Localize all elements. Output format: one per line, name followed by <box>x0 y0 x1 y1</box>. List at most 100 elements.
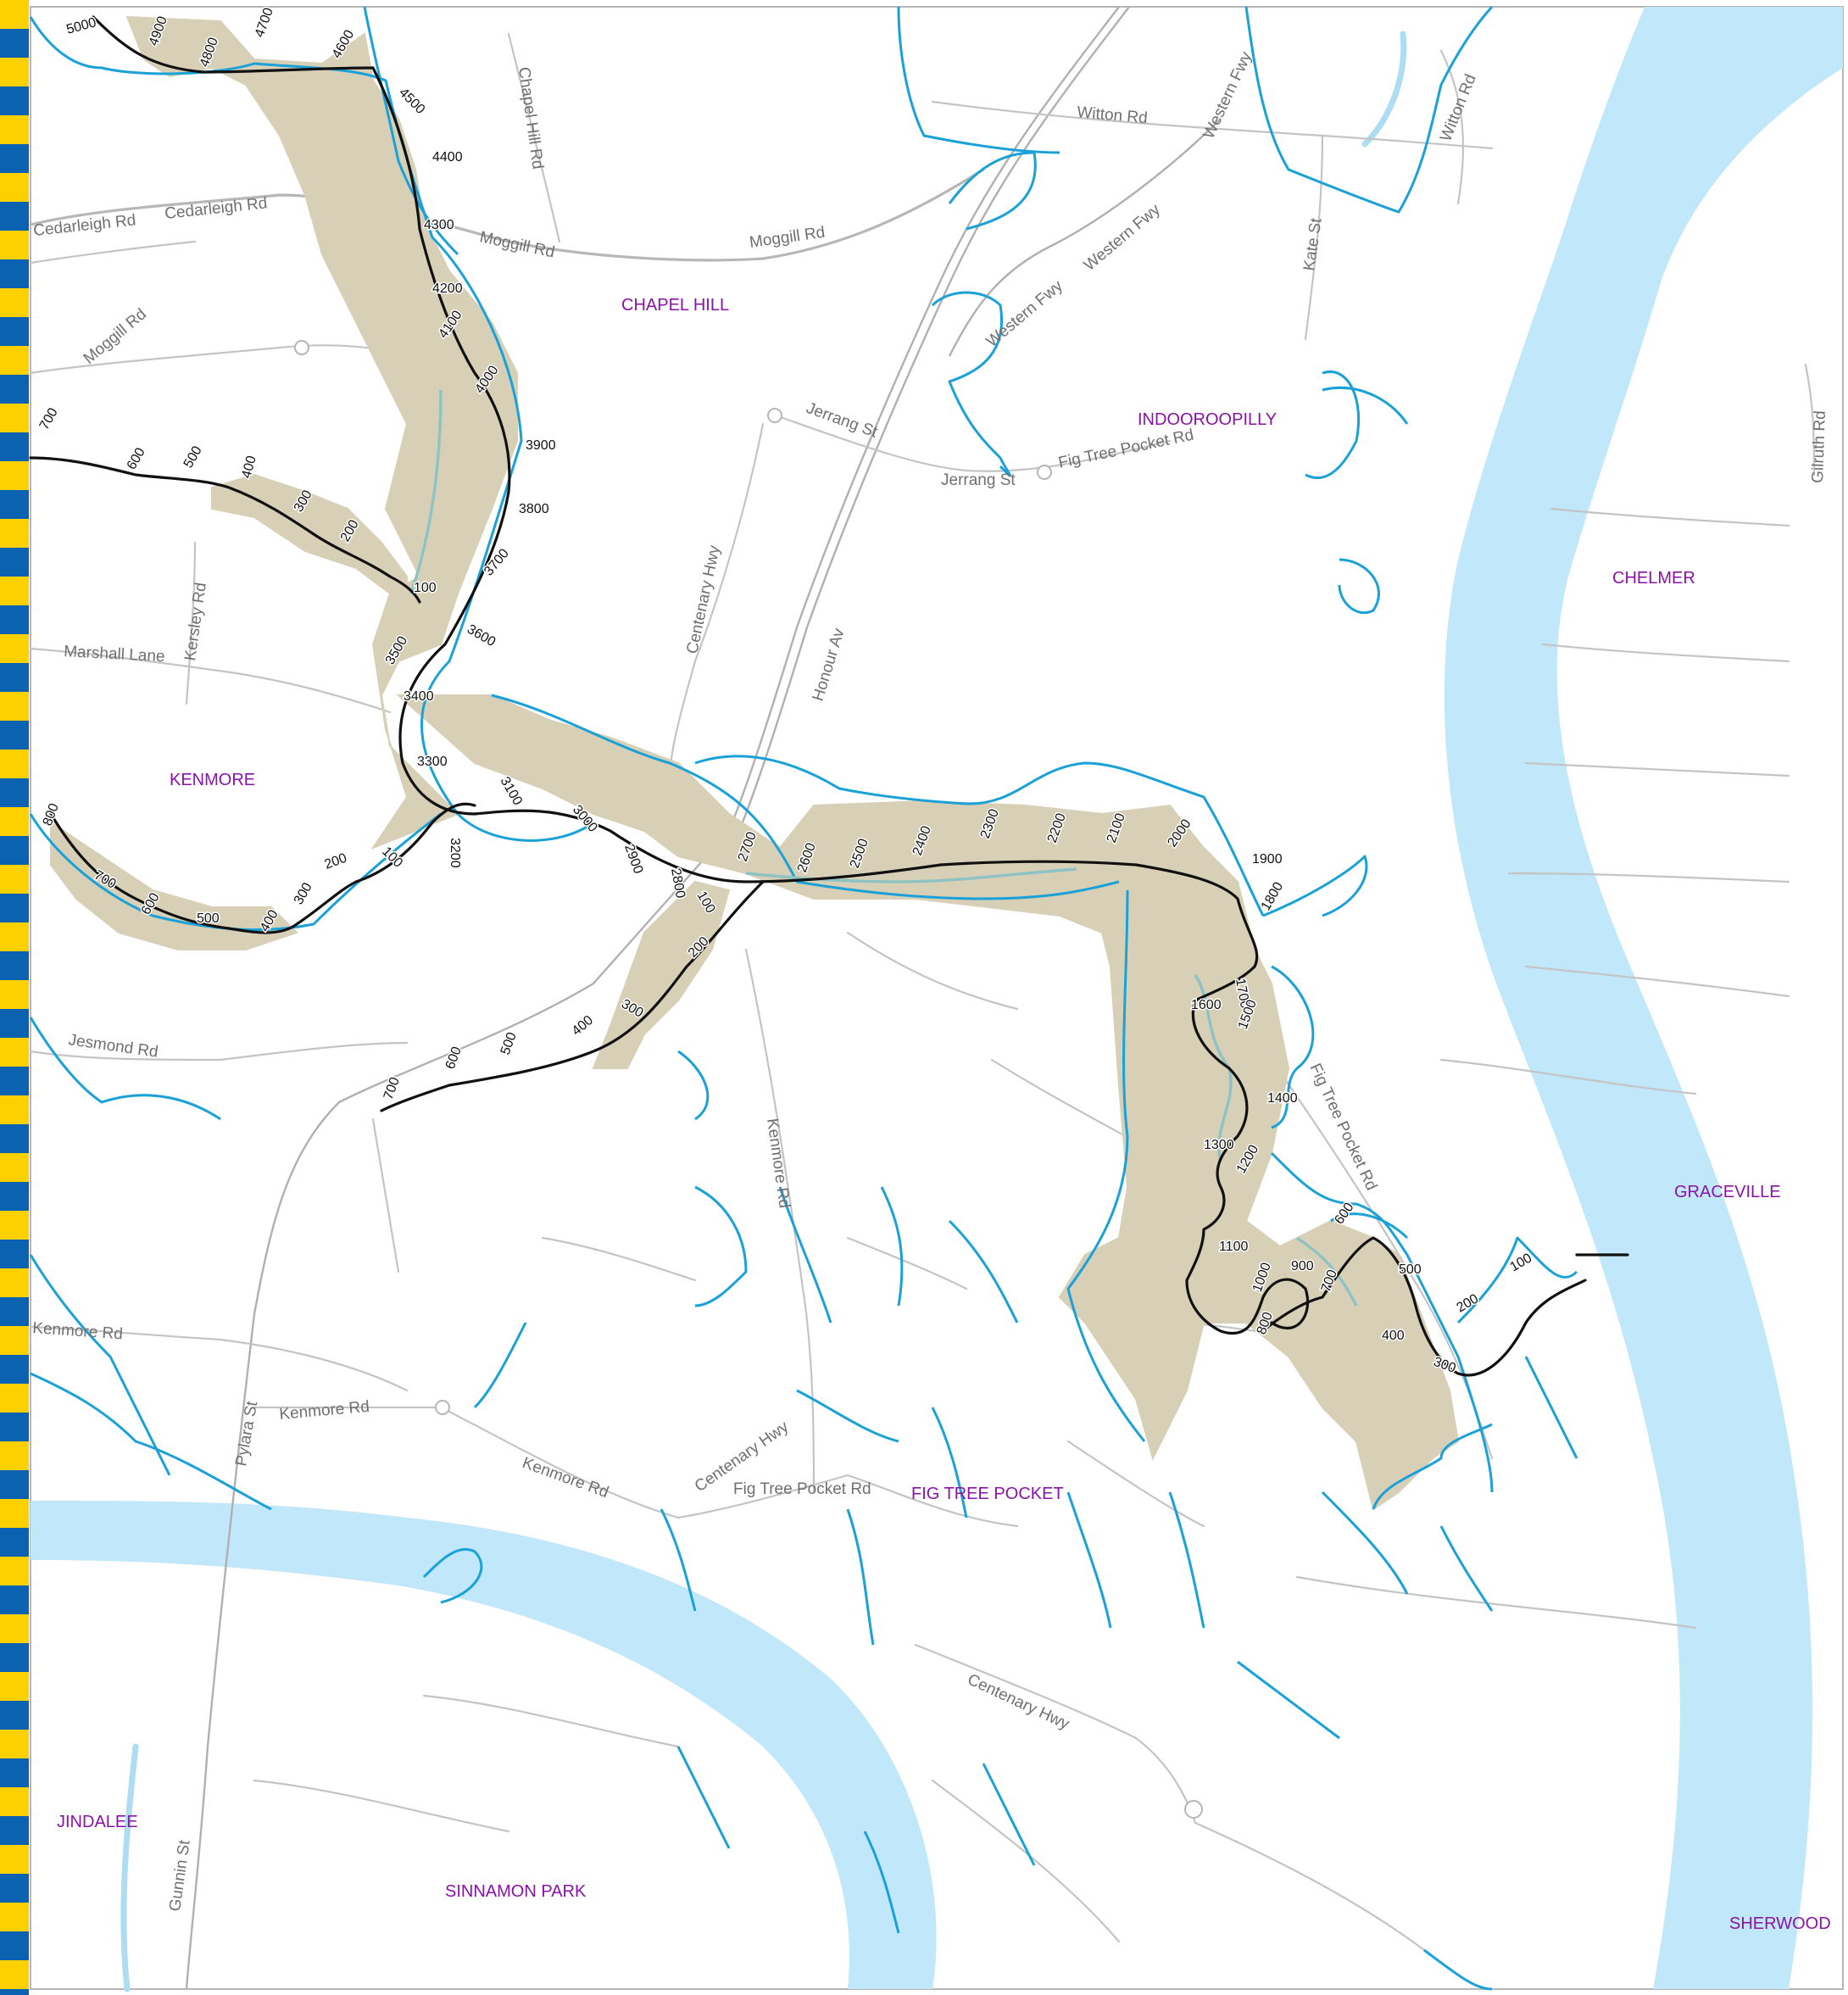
frame-stripe-segment <box>0 807 29 836</box>
frame-stripe-segment <box>0 86 29 115</box>
frame-stripe-segment <box>0 1182 29 1211</box>
road-label: Jerrang St <box>941 471 1016 489</box>
frame-stripe-segment <box>0 548 29 577</box>
brisbane-river-east <box>1444 7 1843 1989</box>
road-label: Fig Tree Pocket Rd <box>733 1480 871 1498</box>
chainage-label-main: 900 <box>1291 1259 1314 1273</box>
frame-stripe-segment <box>0 29 29 58</box>
frame-stripe-segment <box>0 750 29 778</box>
suburb-labels: CHAPEL HILL INDOOROOPILLY CHELMER KENMOR… <box>57 296 1831 1933</box>
chainage-label-main: 4400 <box>432 150 463 164</box>
frame-stripe-segment <box>0 404 29 432</box>
frame-stripe-segment <box>0 519 29 548</box>
frame-stripe-segment <box>0 288 29 317</box>
frame-stripe-segment <box>0 58 29 86</box>
frame-stripe-segment <box>0 1557 29 1585</box>
frame-stripe-segment <box>0 1413 29 1441</box>
chainage-hwy-trib-line <box>380 880 765 1112</box>
road-label: Gilruth Rd <box>1809 410 1829 483</box>
suburb-label-sherwood: SHERWOOD <box>1729 1914 1831 1933</box>
frame-stripe-segment <box>0 144 29 173</box>
frame-stripe-segment <box>0 980 29 1009</box>
chainage-label-main: 1900 <box>1252 852 1283 867</box>
frame-stripe-segment <box>0 1816 29 1845</box>
creek-west <box>120 1743 139 1992</box>
frame-stripe-segment <box>0 721 29 750</box>
frame-stripe-segment <box>0 259 29 288</box>
frame-stripe-segment <box>0 663 29 692</box>
flood-overlay-west-trib <box>211 473 408 613</box>
frame-stripe-segment <box>0 1240 29 1268</box>
frame-stripe-segment <box>0 1211 29 1240</box>
chainage-label-north-trib: 100 <box>414 581 437 595</box>
brisbane-river <box>31 7 1843 1992</box>
frame-stripe-segment <box>0 1009 29 1038</box>
frame-stripe-segment <box>0 490 29 519</box>
frame-stripe-segment <box>0 692 29 721</box>
chainage-label-main: 3900 <box>526 438 556 453</box>
chainage-label-west-trib: 500 <box>197 911 220 926</box>
frame-stripe-segment <box>0 922 29 951</box>
flood-overlay-lower-west <box>50 821 298 950</box>
frame-stripe-segment <box>0 1095 29 1124</box>
chainage-north-trib-line <box>29 456 421 604</box>
frame-stripe-segment <box>0 1124 29 1153</box>
suburb-label-graceville: GRACEVILLE <box>1674 1183 1781 1201</box>
frame-stripe-segment <box>0 951 29 980</box>
frame-stripe-segment <box>0 1989 29 1995</box>
chainage-label-main: 1300 <box>1204 1138 1234 1152</box>
frame-stripe-segment <box>0 231 29 259</box>
chainage-label-main: 500 <box>1399 1262 1422 1277</box>
chainage-label-main: 400 <box>1382 1329 1405 1343</box>
suburb-label-indooroopilly: INDOOROOPILLY <box>1138 410 1277 429</box>
frame-stripe-segment <box>0 577 29 605</box>
flood-boundaries <box>29 5 1578 1991</box>
frame-stripe-segment <box>0 0 29 29</box>
frame-stripe-segment <box>0 1643 29 1672</box>
frame-stripe-segment <box>0 1758 29 1787</box>
chainage-label-main: 4300 <box>424 218 454 232</box>
suburb-label-chelmer: CHELMER <box>1612 569 1695 588</box>
frame-stripe-segment <box>0 1730 29 1758</box>
frame-stripe-segment <box>0 173 29 202</box>
map-edge-stripe <box>0 0 29 1995</box>
frame-stripe-segment <box>0 461 29 490</box>
frame-stripe-segment <box>0 1153 29 1182</box>
chainage-label-main: 3200 <box>448 838 462 868</box>
suburb-label-kenmore: KENMORE <box>170 771 255 789</box>
suburb-label-fig-tree-pocket: FIG TREE POCKET <box>911 1485 1064 1503</box>
chainage-label-main: 3400 <box>404 689 434 704</box>
frame-stripe-segment <box>0 317 29 346</box>
frame-stripe-segment <box>0 1384 29 1413</box>
frame-stripe-segment <box>0 202 29 231</box>
chainage-main-line <box>92 15 1587 1377</box>
suburb-label-chapel-hill: CHAPEL HILL <box>621 296 729 315</box>
frame-stripe-segment <box>0 894 29 922</box>
frame-stripe-segment <box>0 375 29 404</box>
chainage-label-main: 1600 <box>1191 998 1222 1012</box>
chainage-label-main: 1400 <box>1267 1091 1298 1106</box>
frame-stripe-segment <box>0 1038 29 1067</box>
frame-stripe-segment <box>0 1268 29 1297</box>
frame-stripe-segment <box>0 1297 29 1326</box>
chainage-west-trib-line <box>49 802 476 934</box>
frame-stripe-segment <box>0 1499 29 1528</box>
chainage-label-main: 3300 <box>417 755 448 769</box>
frame-stripe-segment <box>0 346 29 375</box>
frame-stripe-segment <box>0 1470 29 1499</box>
frame-stripe-segment <box>0 1614 29 1643</box>
chainage-label-main: 1100 <box>1219 1240 1249 1254</box>
frame-stripe-segment <box>0 1960 29 1989</box>
chainage-lines <box>29 15 1629 1377</box>
brisbane-river-south <box>31 1501 937 1989</box>
frame-stripe-segment <box>0 1326 29 1355</box>
frame-stripe-segment <box>0 1931 29 1960</box>
frame-stripe-segment <box>0 1585 29 1614</box>
frame-stripe-segment <box>0 1528 29 1557</box>
suburb-label-sinnamon-park: SINNAMON PARK <box>445 1882 587 1901</box>
frame-stripe-segment <box>0 634 29 663</box>
frame-stripe-segment <box>0 1903 29 1931</box>
chainage-label-main: 3800 <box>519 502 549 516</box>
creek-north <box>1361 31 1407 148</box>
